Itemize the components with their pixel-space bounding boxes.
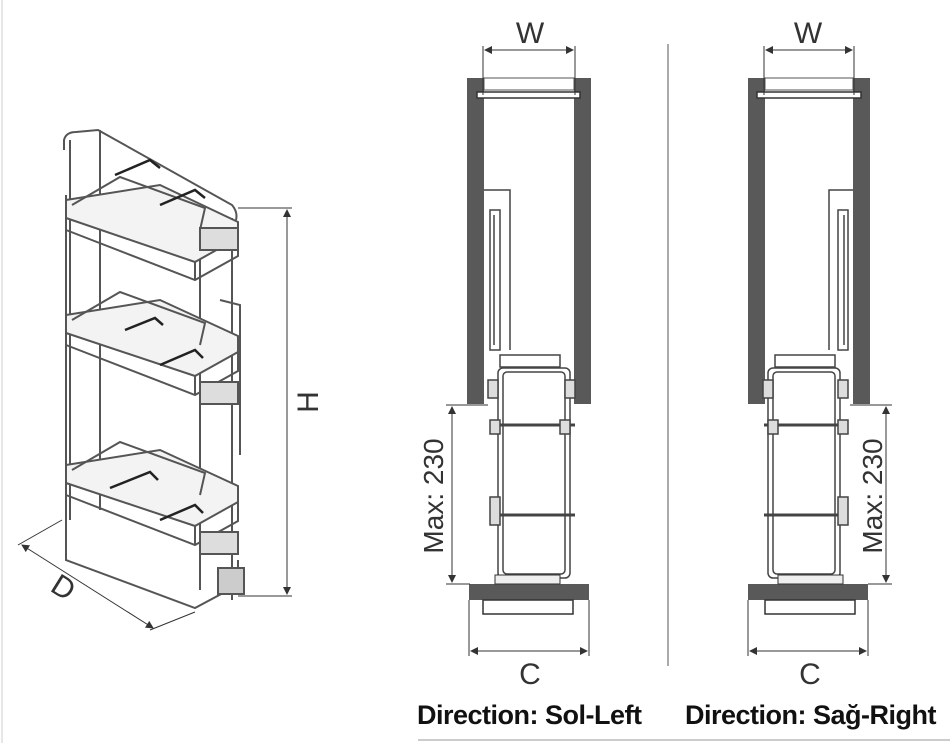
max-extension-dimension-left: [446, 404, 488, 585]
right-direction-diagram: [748, 77, 870, 615]
direction-right-caption: Direction: Sağ-Right: [685, 700, 937, 730]
width-label-left: W: [516, 17, 545, 50]
clearance-dimension-right: [747, 600, 869, 656]
max-extension-label-right: Max: 230: [857, 438, 888, 553]
width-dimension-right: [763, 46, 855, 95]
height-dimension: [238, 207, 292, 597]
height-label: H: [292, 391, 325, 413]
direction-left-caption: Direction: Sol-Left: [417, 700, 642, 730]
depth-label: D: [45, 568, 81, 607]
left-direction-diagram: [467, 77, 591, 615]
basket-shelf: [65, 440, 239, 547]
max-extension-dimension-right: [850, 404, 892, 585]
clearance-label-left: C: [519, 658, 541, 691]
isometric-basket-unit: [63, 128, 245, 610]
basket-shelf: [65, 290, 239, 397]
width-label-right: W: [794, 17, 823, 50]
width-dimension-left: [482, 46, 576, 95]
clearance-dimension-left: [468, 600, 590, 656]
clearance-label-right: C: [799, 658, 821, 691]
max-extension-label-left: Max: 230: [418, 438, 449, 553]
depth-dimension: [17, 519, 196, 631]
